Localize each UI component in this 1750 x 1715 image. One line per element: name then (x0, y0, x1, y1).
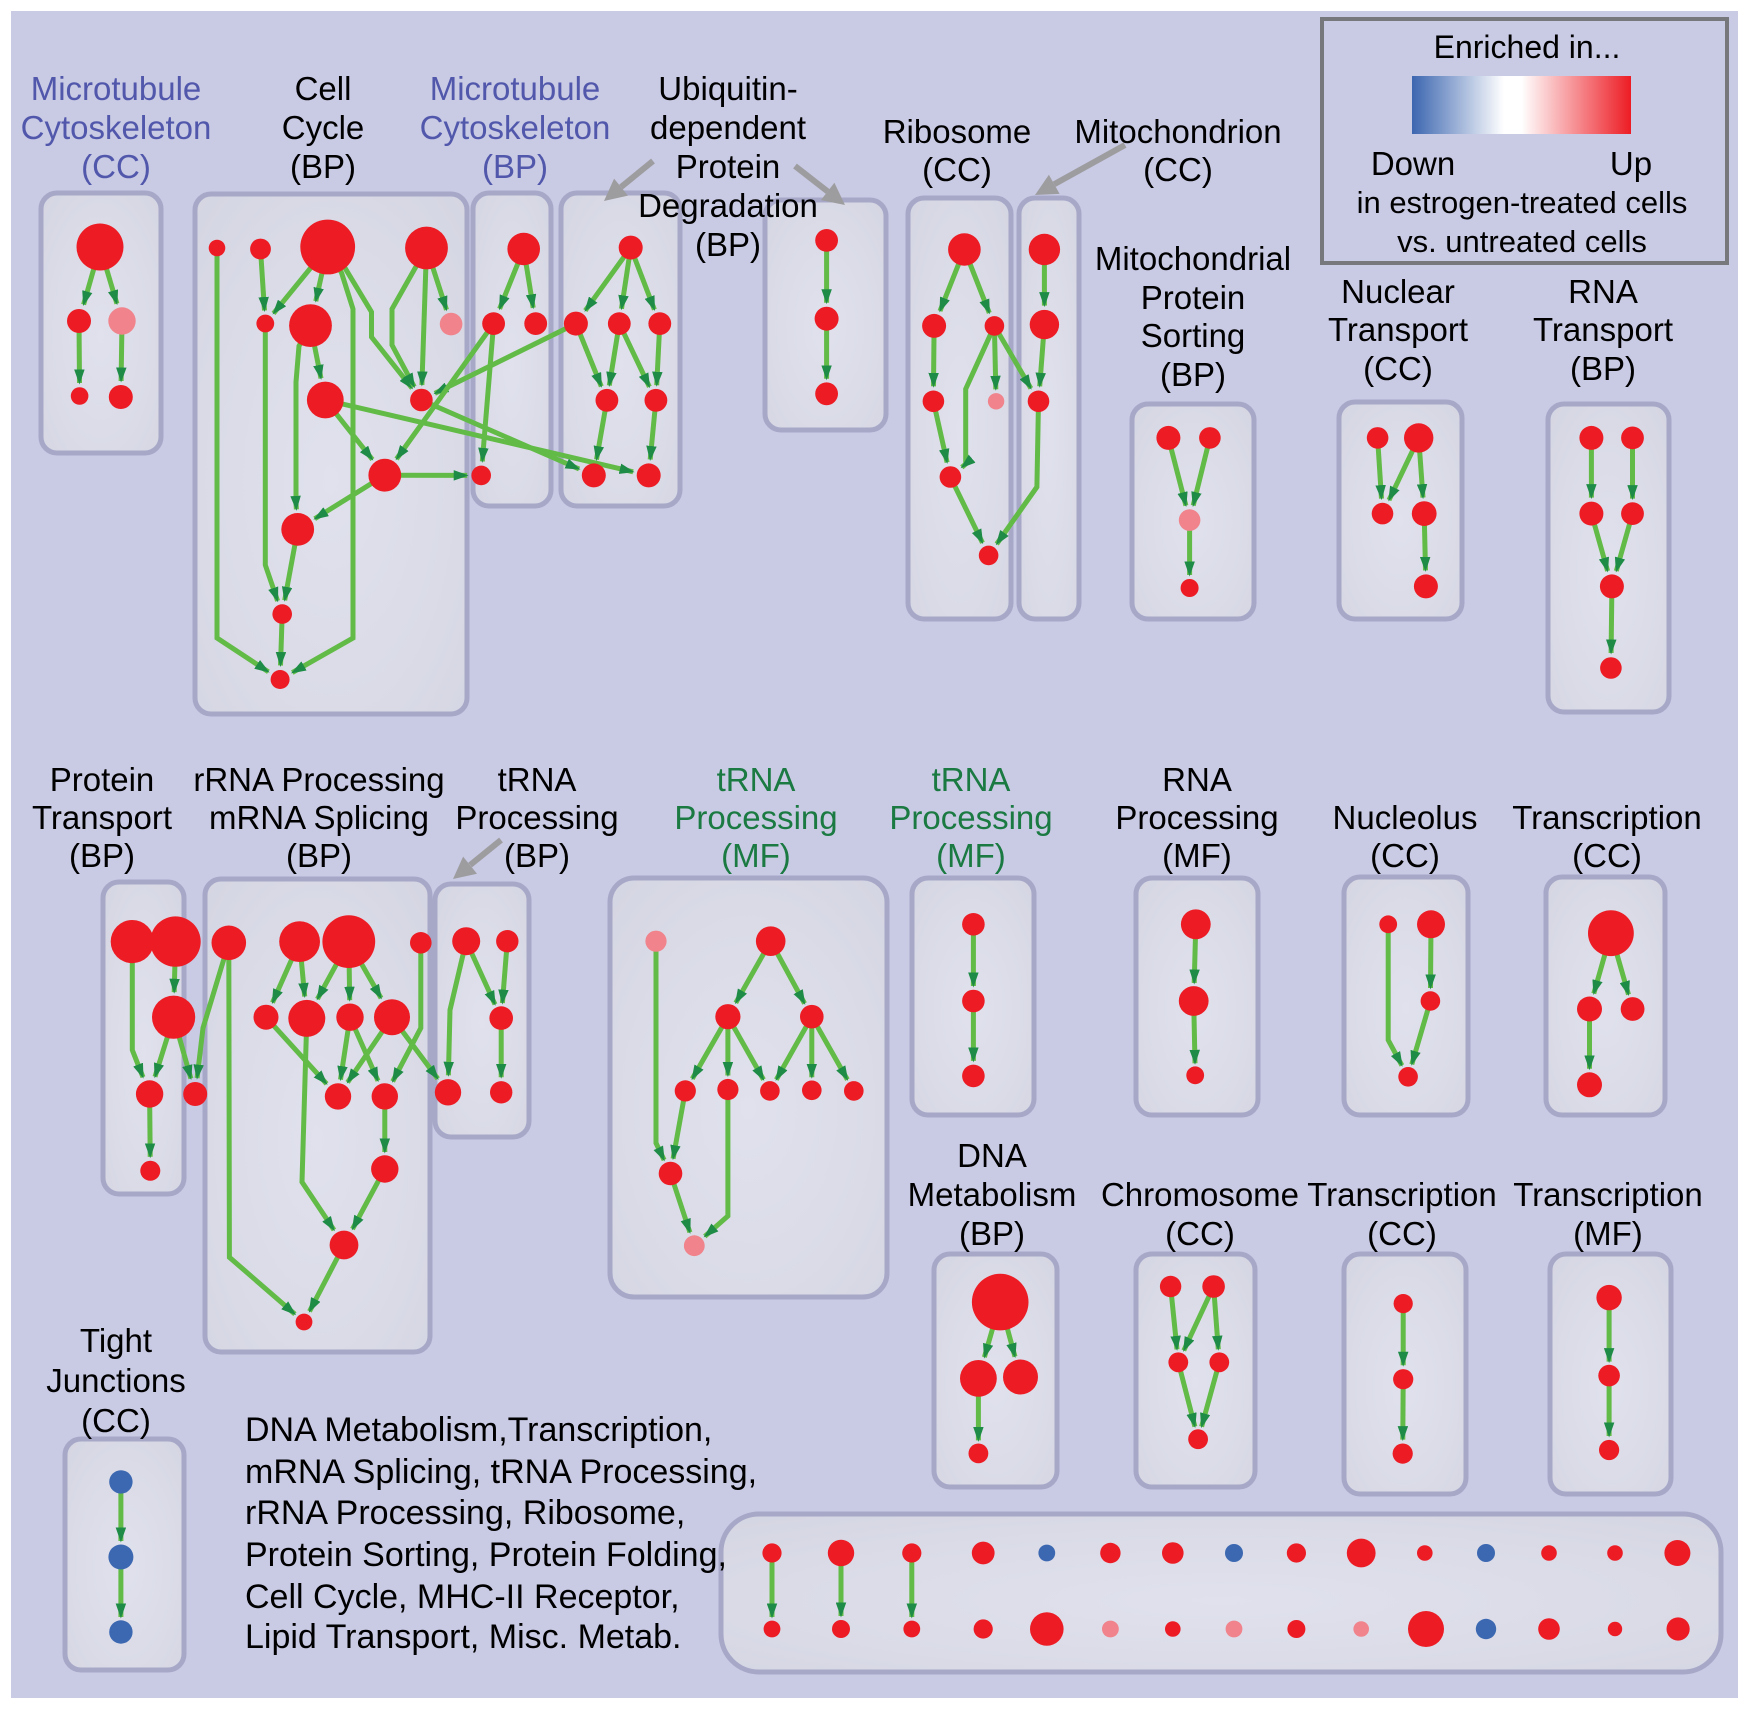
svg-text:tRNA: tRNA (717, 761, 796, 798)
svg-text:Cell: Cell (295, 70, 352, 107)
svg-text:(MF): (MF) (721, 837, 791, 874)
svg-text:Cell Cycle, MHC-II Receptor,: Cell Cycle, MHC-II Receptor, (245, 1578, 680, 1616)
svg-text:Transport: Transport (32, 799, 172, 836)
svg-text:(BP): (BP) (286, 837, 352, 874)
svg-text:(BP): (BP) (695, 226, 761, 263)
svg-text:(BP): (BP) (504, 837, 570, 874)
svg-text:Protein: Protein (676, 148, 781, 185)
svg-text:Transcription: Transcription (1307, 1176, 1497, 1213)
svg-text:(BP): (BP) (1160, 356, 1226, 393)
svg-text:Metabolism: Metabolism (908, 1176, 1077, 1213)
svg-text:Microtubule: Microtubule (430, 70, 601, 107)
svg-text:rRNA Processing: rRNA Processing (193, 761, 444, 798)
svg-text:Junctions: Junctions (46, 1362, 185, 1399)
svg-text:(BP): (BP) (482, 148, 548, 185)
svg-text:tRNA: tRNA (498, 761, 577, 798)
svg-text:tRNA: tRNA (932, 761, 1011, 798)
svg-text:Sorting: Sorting (1141, 317, 1246, 354)
svg-text:(MF): (MF) (1162, 837, 1232, 874)
svg-text:Degradation: Degradation (638, 187, 818, 224)
svg-text:Transport: Transport (1533, 311, 1673, 348)
svg-text:dependent: dependent (650, 109, 806, 146)
svg-text:Tight: Tight (80, 1322, 152, 1359)
svg-text:Cytoskeleton: Cytoskeleton (420, 109, 611, 146)
svg-text:Protein Sorting, Protein Foldi: Protein Sorting, Protein Folding, (245, 1536, 727, 1574)
svg-text:(CC): (CC) (922, 151, 992, 188)
svg-text:Cycle: Cycle (282, 109, 365, 146)
svg-text:Transcription: Transcription (1512, 799, 1702, 836)
svg-text:(MF): (MF) (1573, 1215, 1643, 1252)
svg-text:Ubiquitin-: Ubiquitin- (658, 70, 797, 107)
svg-text:DNA Metabolism,Transcription,: DNA Metabolism,Transcription, (245, 1411, 712, 1449)
svg-text:Transport: Transport (1328, 311, 1468, 348)
svg-text:Mitochondrion: Mitochondrion (1074, 113, 1281, 150)
svg-text:Enriched in...: Enriched in... (1434, 29, 1621, 65)
svg-text:(CC): (CC) (1370, 837, 1440, 874)
svg-text:Protein: Protein (1141, 279, 1246, 316)
svg-text:DNA: DNA (957, 1137, 1027, 1174)
svg-text:(CC): (CC) (1572, 837, 1642, 874)
svg-text:Processing: Processing (1115, 799, 1278, 836)
svg-text:(CC): (CC) (1363, 350, 1433, 387)
svg-text:(CC): (CC) (81, 1402, 151, 1439)
svg-text:(MF): (MF) (936, 837, 1006, 874)
svg-text:(CC): (CC) (1165, 1215, 1235, 1252)
svg-text:Mitochondrial: Mitochondrial (1095, 240, 1291, 277)
svg-text:(BP): (BP) (290, 148, 356, 185)
svg-text:rRNA Processing, Ribosome,: rRNA Processing, Ribosome, (245, 1494, 685, 1532)
svg-text:Processing: Processing (674, 799, 837, 836)
svg-text:mRNA Splicing: mRNA Splicing (209, 799, 429, 836)
svg-text:RNA: RNA (1162, 761, 1232, 798)
svg-text:vs. untreated cells: vs. untreated cells (1397, 224, 1647, 259)
svg-text:(CC): (CC) (1367, 1215, 1437, 1252)
svg-text:Lipid Transport, Misc. Metab.: Lipid Transport, Misc. Metab. (245, 1618, 682, 1656)
svg-text:Transcription: Transcription (1513, 1176, 1703, 1213)
svg-text:Nucleolus: Nucleolus (1333, 799, 1478, 836)
svg-text:mRNA Splicing, tRNA Processing: mRNA Splicing, tRNA Processing, (245, 1453, 757, 1491)
svg-text:(BP): (BP) (1570, 350, 1636, 387)
svg-text:Protein: Protein (50, 761, 155, 798)
svg-text:Microtubule: Microtubule (31, 70, 202, 107)
svg-text:Ribosome: Ribosome (883, 113, 1032, 150)
svg-text:(CC): (CC) (1143, 151, 1213, 188)
svg-text:Processing: Processing (889, 799, 1052, 836)
svg-text:RNA: RNA (1568, 273, 1638, 310)
svg-text:Chromosome: Chromosome (1101, 1176, 1299, 1213)
svg-text:Cytoskeleton: Cytoskeleton (21, 109, 212, 146)
svg-text:in estrogen-treated cells: in estrogen-treated cells (1357, 185, 1688, 220)
svg-text:Up: Up (1610, 145, 1652, 182)
svg-text:Down: Down (1371, 145, 1455, 182)
svg-text:(CC): (CC) (81, 148, 151, 185)
svg-text:Processing: Processing (455, 799, 618, 836)
svg-text:(BP): (BP) (69, 837, 135, 874)
svg-text:(BP): (BP) (959, 1215, 1025, 1252)
svg-text:Nuclear: Nuclear (1341, 273, 1455, 310)
